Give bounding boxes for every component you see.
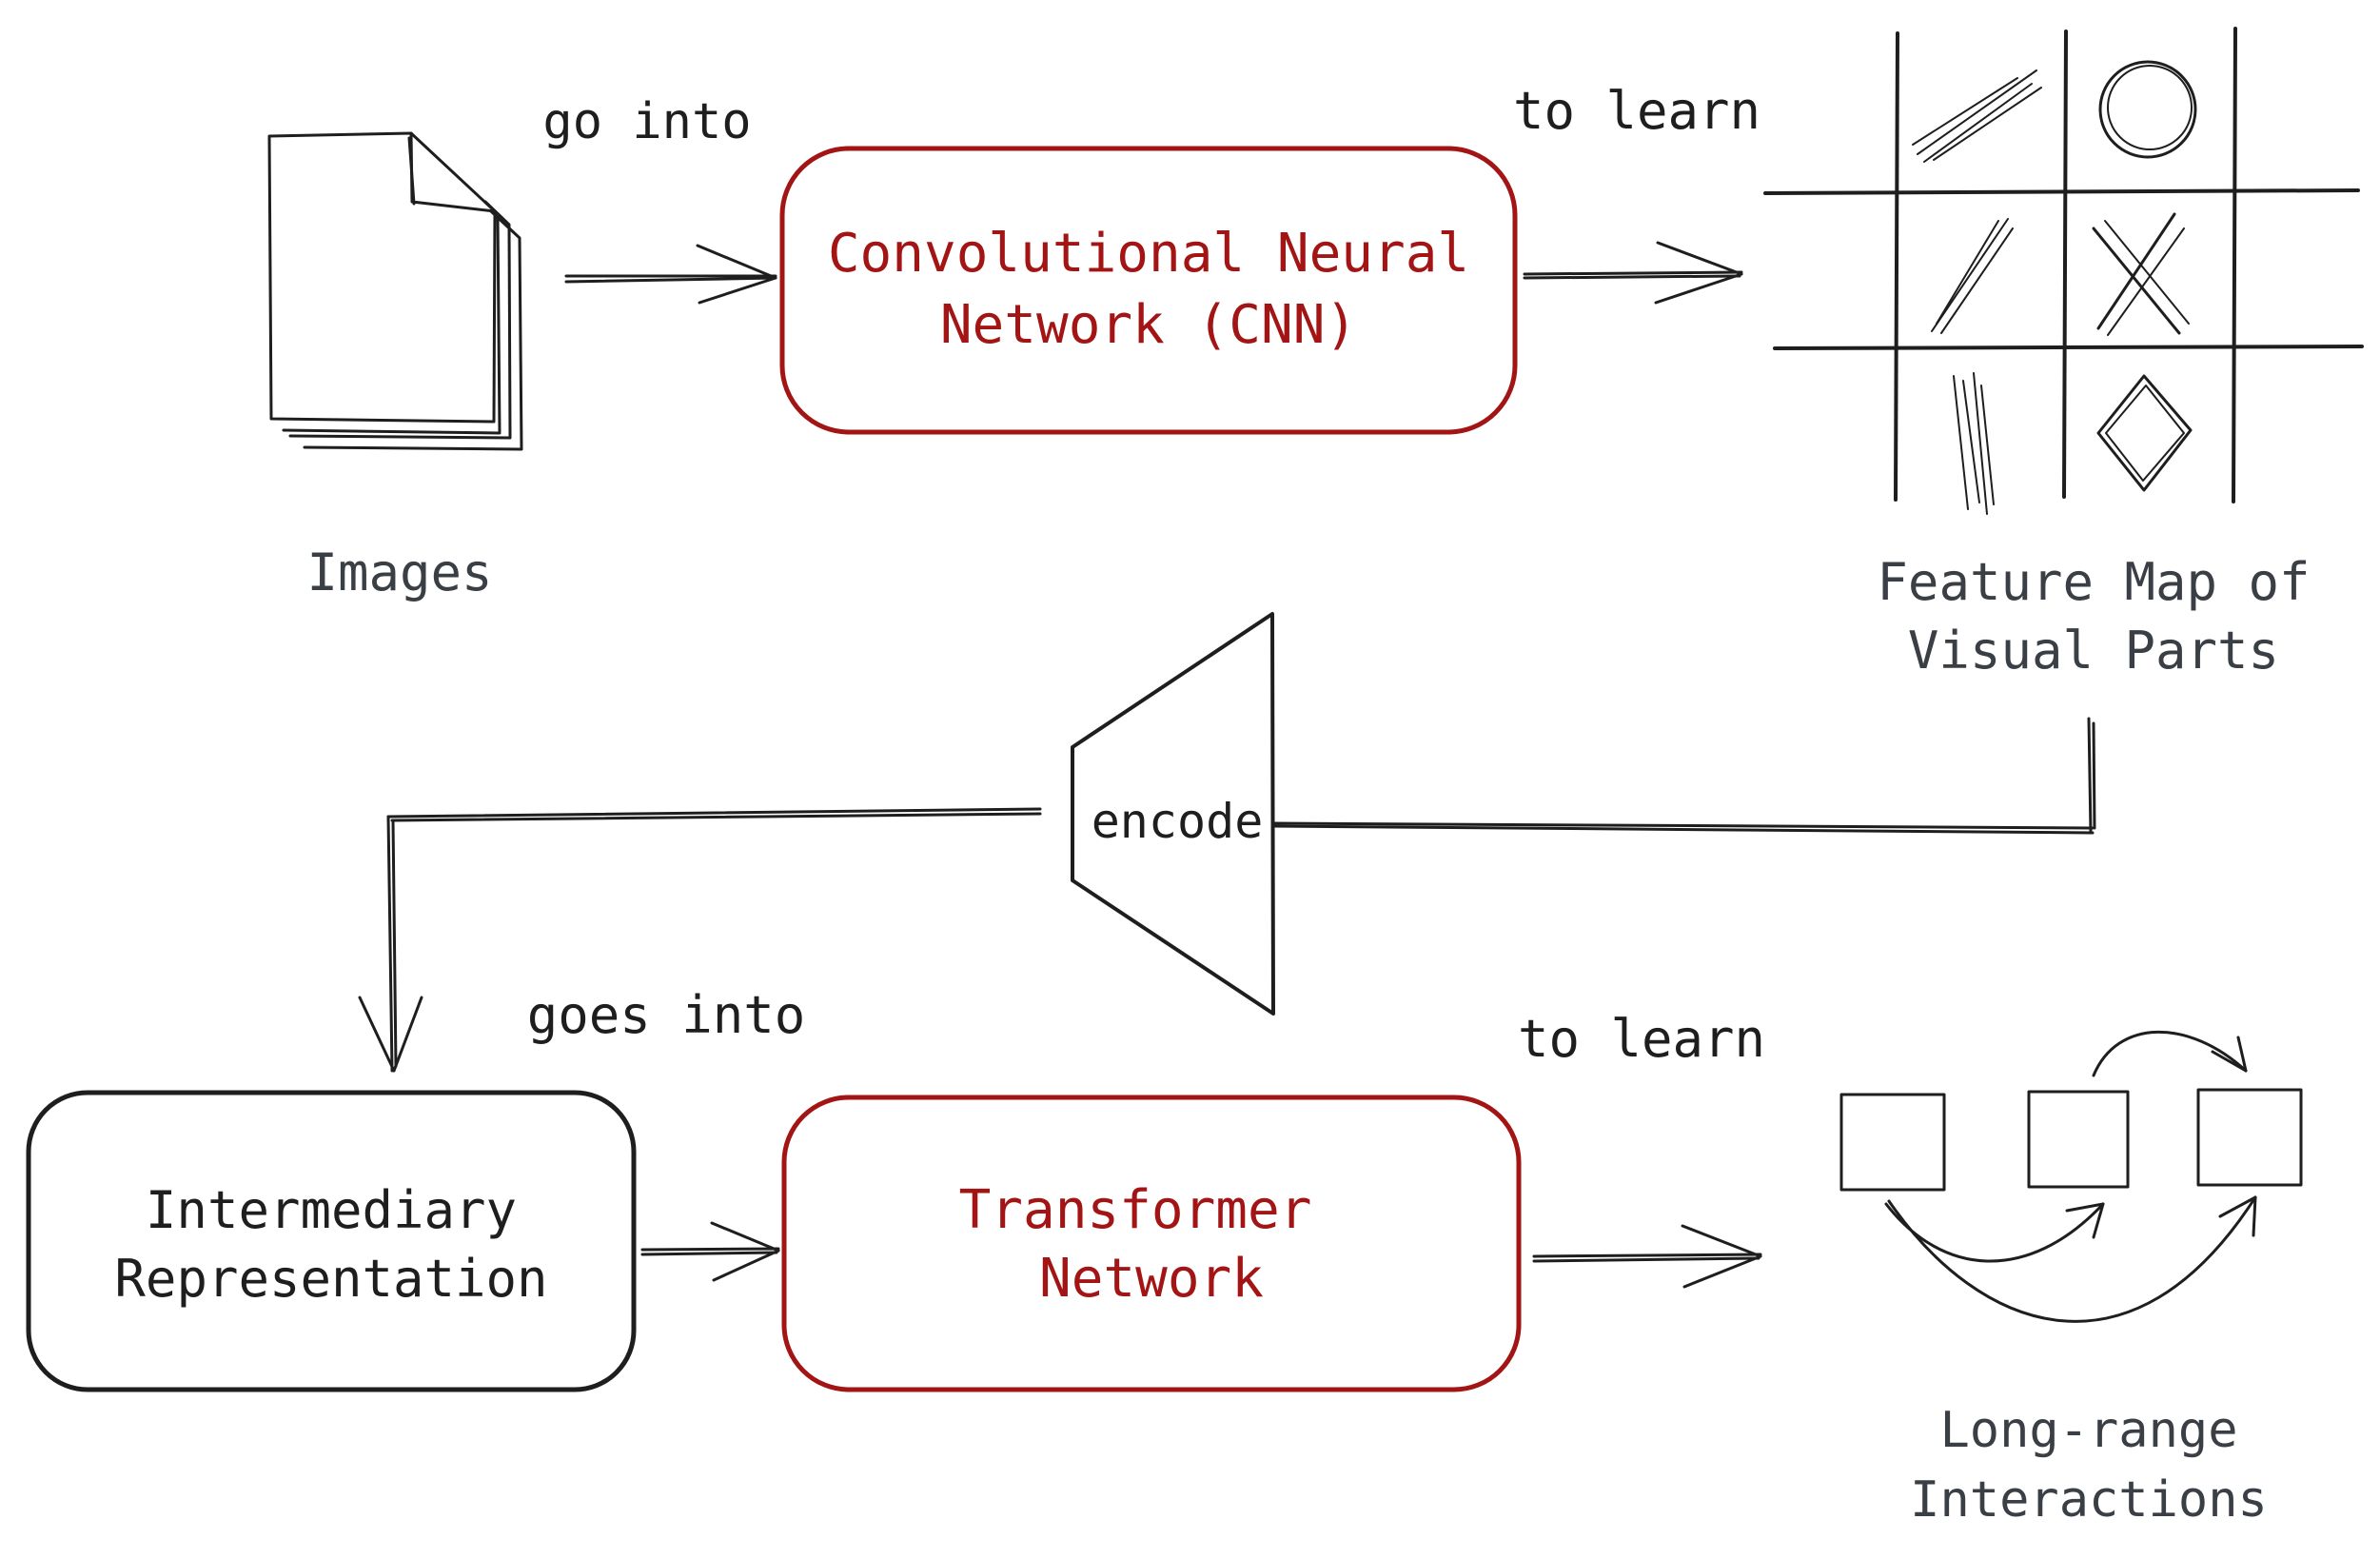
- to-learn-bottom-label: to learn: [1518, 1009, 1765, 1069]
- arrow-encoder-to-intermediary: [358, 807, 1042, 1073]
- goes-into-label: goes into: [527, 985, 806, 1045]
- intermediary-title-line2: Representation: [114, 1249, 547, 1309]
- go-into-label: go into: [542, 93, 751, 150]
- transformer-title-line1: Transformer: [959, 1179, 1312, 1241]
- cnn-title-line1: Convolutional Neural: [828, 223, 1469, 285]
- feature-map-label-line1: Feature Map of: [1877, 552, 2310, 612]
- intermediary-title-line1: Intermediary: [146, 1180, 517, 1240]
- feature-map-label-line2: Visual Parts: [1908, 621, 2279, 681]
- arrow-intermediary-to-transformer: [640, 1221, 780, 1282]
- transformer-title-line2: Network: [1039, 1248, 1264, 1310]
- cnn-box: [779, 146, 1518, 435]
- connected-squares-icon: [1839, 1030, 2303, 1323]
- long-range-label-line1: Long-range: [1939, 1402, 2237, 1459]
- transformer-box: [781, 1095, 1522, 1392]
- stacked-documents-icon: [267, 131, 523, 451]
- arrow-images-to-cnn: [564, 244, 777, 305]
- images-label: Images: [306, 543, 492, 602]
- feature-grid-icon: [1763, 27, 2364, 515]
- arrow-cnn-to-feature-map: [1523, 241, 1743, 305]
- arrow-transformer-to-interactions: [1532, 1224, 1762, 1289]
- to-learn-top-label: to learn: [1513, 81, 1760, 141]
- cnn-title-line2: Network (CNN): [940, 294, 1357, 356]
- encode-label: encode: [1092, 794, 1264, 849]
- arrow-feature-map-to-encoder: [1271, 717, 2096, 835]
- trapezoid-encoder-icon: [1071, 612, 1275, 1016]
- intermediary-box: [26, 1090, 637, 1392]
- long-range-label-line2: Interactions: [1910, 1471, 2268, 1529]
